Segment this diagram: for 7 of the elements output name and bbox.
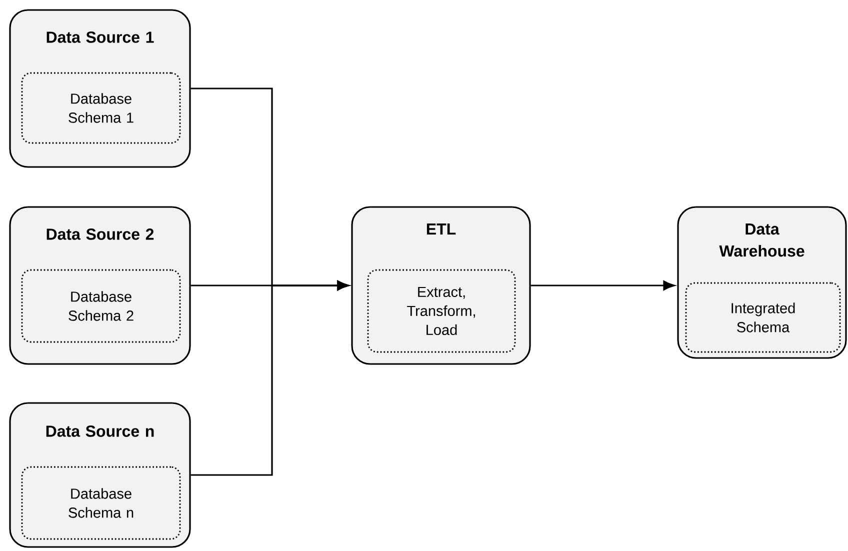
arrow — [530, 280, 675, 290]
schema-box: Database Schema 2 — [21, 269, 181, 343]
schema-box: Extract, Transform, Load — [367, 269, 516, 353]
arrow — [190, 280, 349, 476]
schema-box: Database Schema n — [21, 466, 181, 540]
schema-box: Database Schema 1 — [21, 72, 181, 144]
schema-box: Integrated Schema — [685, 282, 841, 353]
